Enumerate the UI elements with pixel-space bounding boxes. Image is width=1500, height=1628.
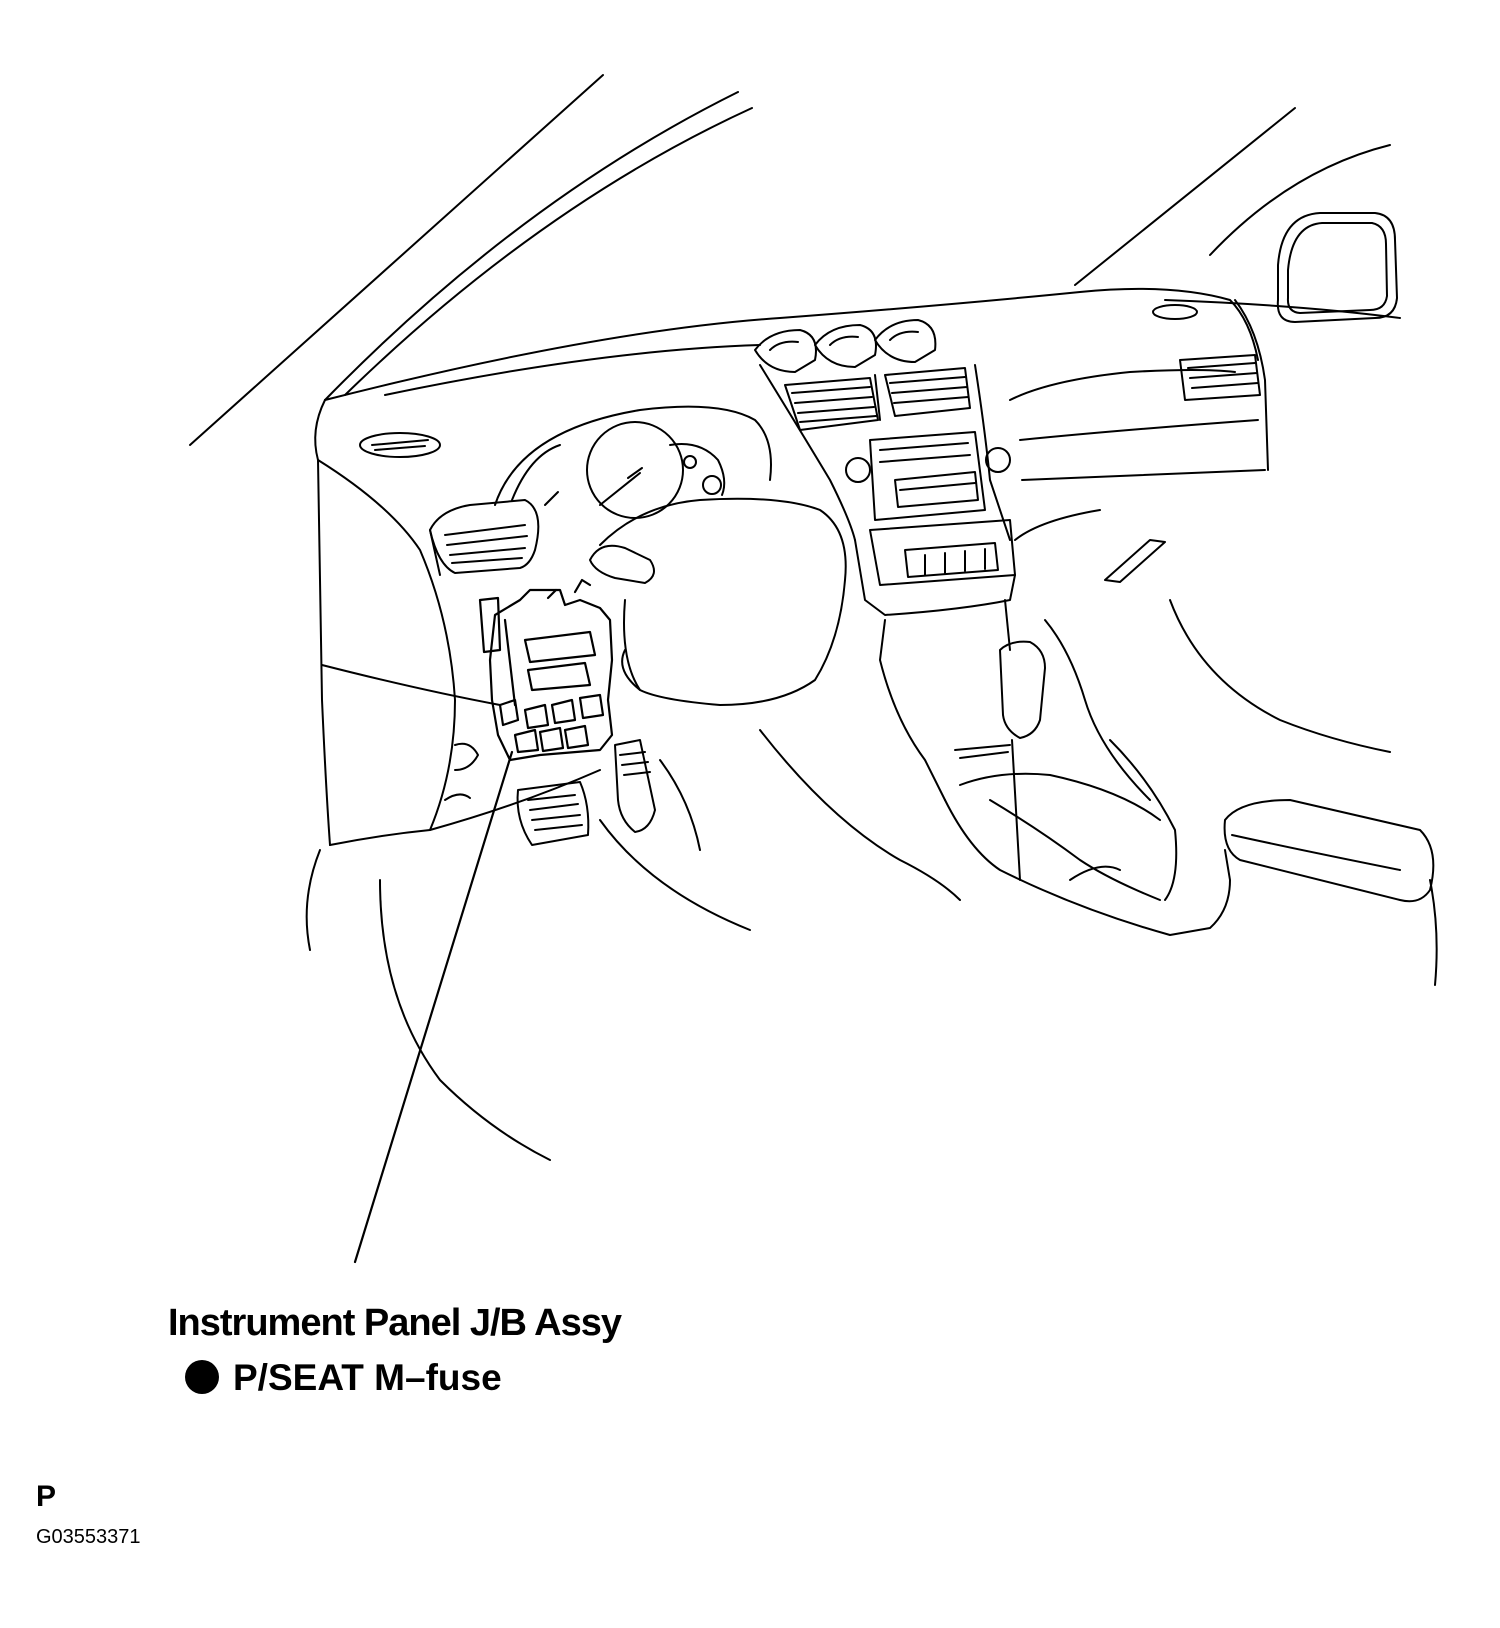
center-top-vents <box>754 319 937 373</box>
center-air-vents <box>784 367 971 431</box>
center-stack <box>759 364 1016 616</box>
bullet-icon <box>185 1360 219 1394</box>
floor-lines <box>599 729 961 931</box>
fuse-callout: P/SEAT M–fuse <box>185 1357 502 1399</box>
junction-block <box>478 578 614 762</box>
component-label: Instrument Panel J/B Assy <box>168 1302 622 1344</box>
instrument-cluster <box>494 405 772 519</box>
fuse-label: P/SEAT M–fuse <box>233 1357 502 1398</box>
pedals <box>516 739 656 846</box>
steering-column <box>589 497 847 706</box>
left-dash-panel <box>305 459 601 1161</box>
section-letter: P <box>36 1480 57 1513</box>
right-dash-panel <box>1009 299 1391 753</box>
callout-leader-line <box>353 750 514 1264</box>
figure-code: G03553371 <box>36 1526 141 1548</box>
center-console <box>879 619 1231 936</box>
armrest <box>1223 799 1438 986</box>
windshield-pillar <box>189 74 1391 446</box>
dashboard-top <box>314 287 1401 461</box>
gear-shifter <box>999 599 1046 881</box>
side-mirror <box>1276 212 1398 323</box>
left-air-vent <box>429 499 540 576</box>
